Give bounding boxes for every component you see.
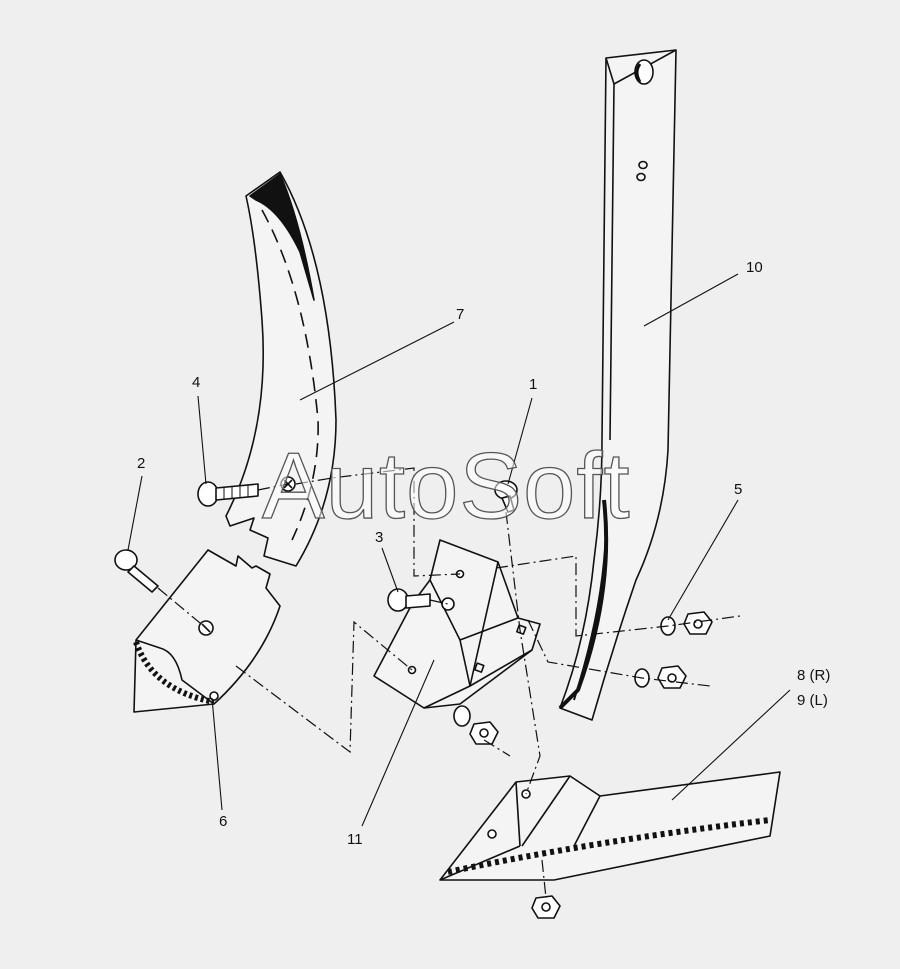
nut-blade	[531, 895, 561, 919]
callout-8: 8 (R)	[797, 667, 831, 684]
callout-11: 11	[347, 831, 363, 848]
bolt-1	[494, 480, 518, 513]
callout-9: 9 (L)	[797, 692, 828, 709]
bolt-3	[387, 588, 431, 612]
callout-3: 3	[375, 529, 384, 546]
callout-7: 7	[456, 306, 465, 323]
watermark-text: AutoSoft	[261, 432, 631, 538]
bolt-2	[114, 549, 159, 593]
callout-4: 4	[192, 374, 201, 391]
callout-1: 1	[529, 376, 538, 393]
callout-5: 5	[734, 481, 743, 498]
bolt-4	[197, 481, 259, 507]
nut-washer-bracket	[453, 705, 499, 745]
callout-6: 6	[219, 813, 228, 830]
part-11-bracket	[373, 539, 541, 709]
callout-10: 10	[746, 259, 763, 276]
nut-washer-lower	[634, 665, 687, 689]
part-8-9-blade	[439, 771, 781, 881]
leader-lines	[127, 273, 791, 827]
part-10-shank	[558, 49, 677, 721]
assembly-lines	[157, 467, 741, 899]
callout-2: 2	[137, 455, 146, 472]
part-6-point	[133, 549, 281, 713]
